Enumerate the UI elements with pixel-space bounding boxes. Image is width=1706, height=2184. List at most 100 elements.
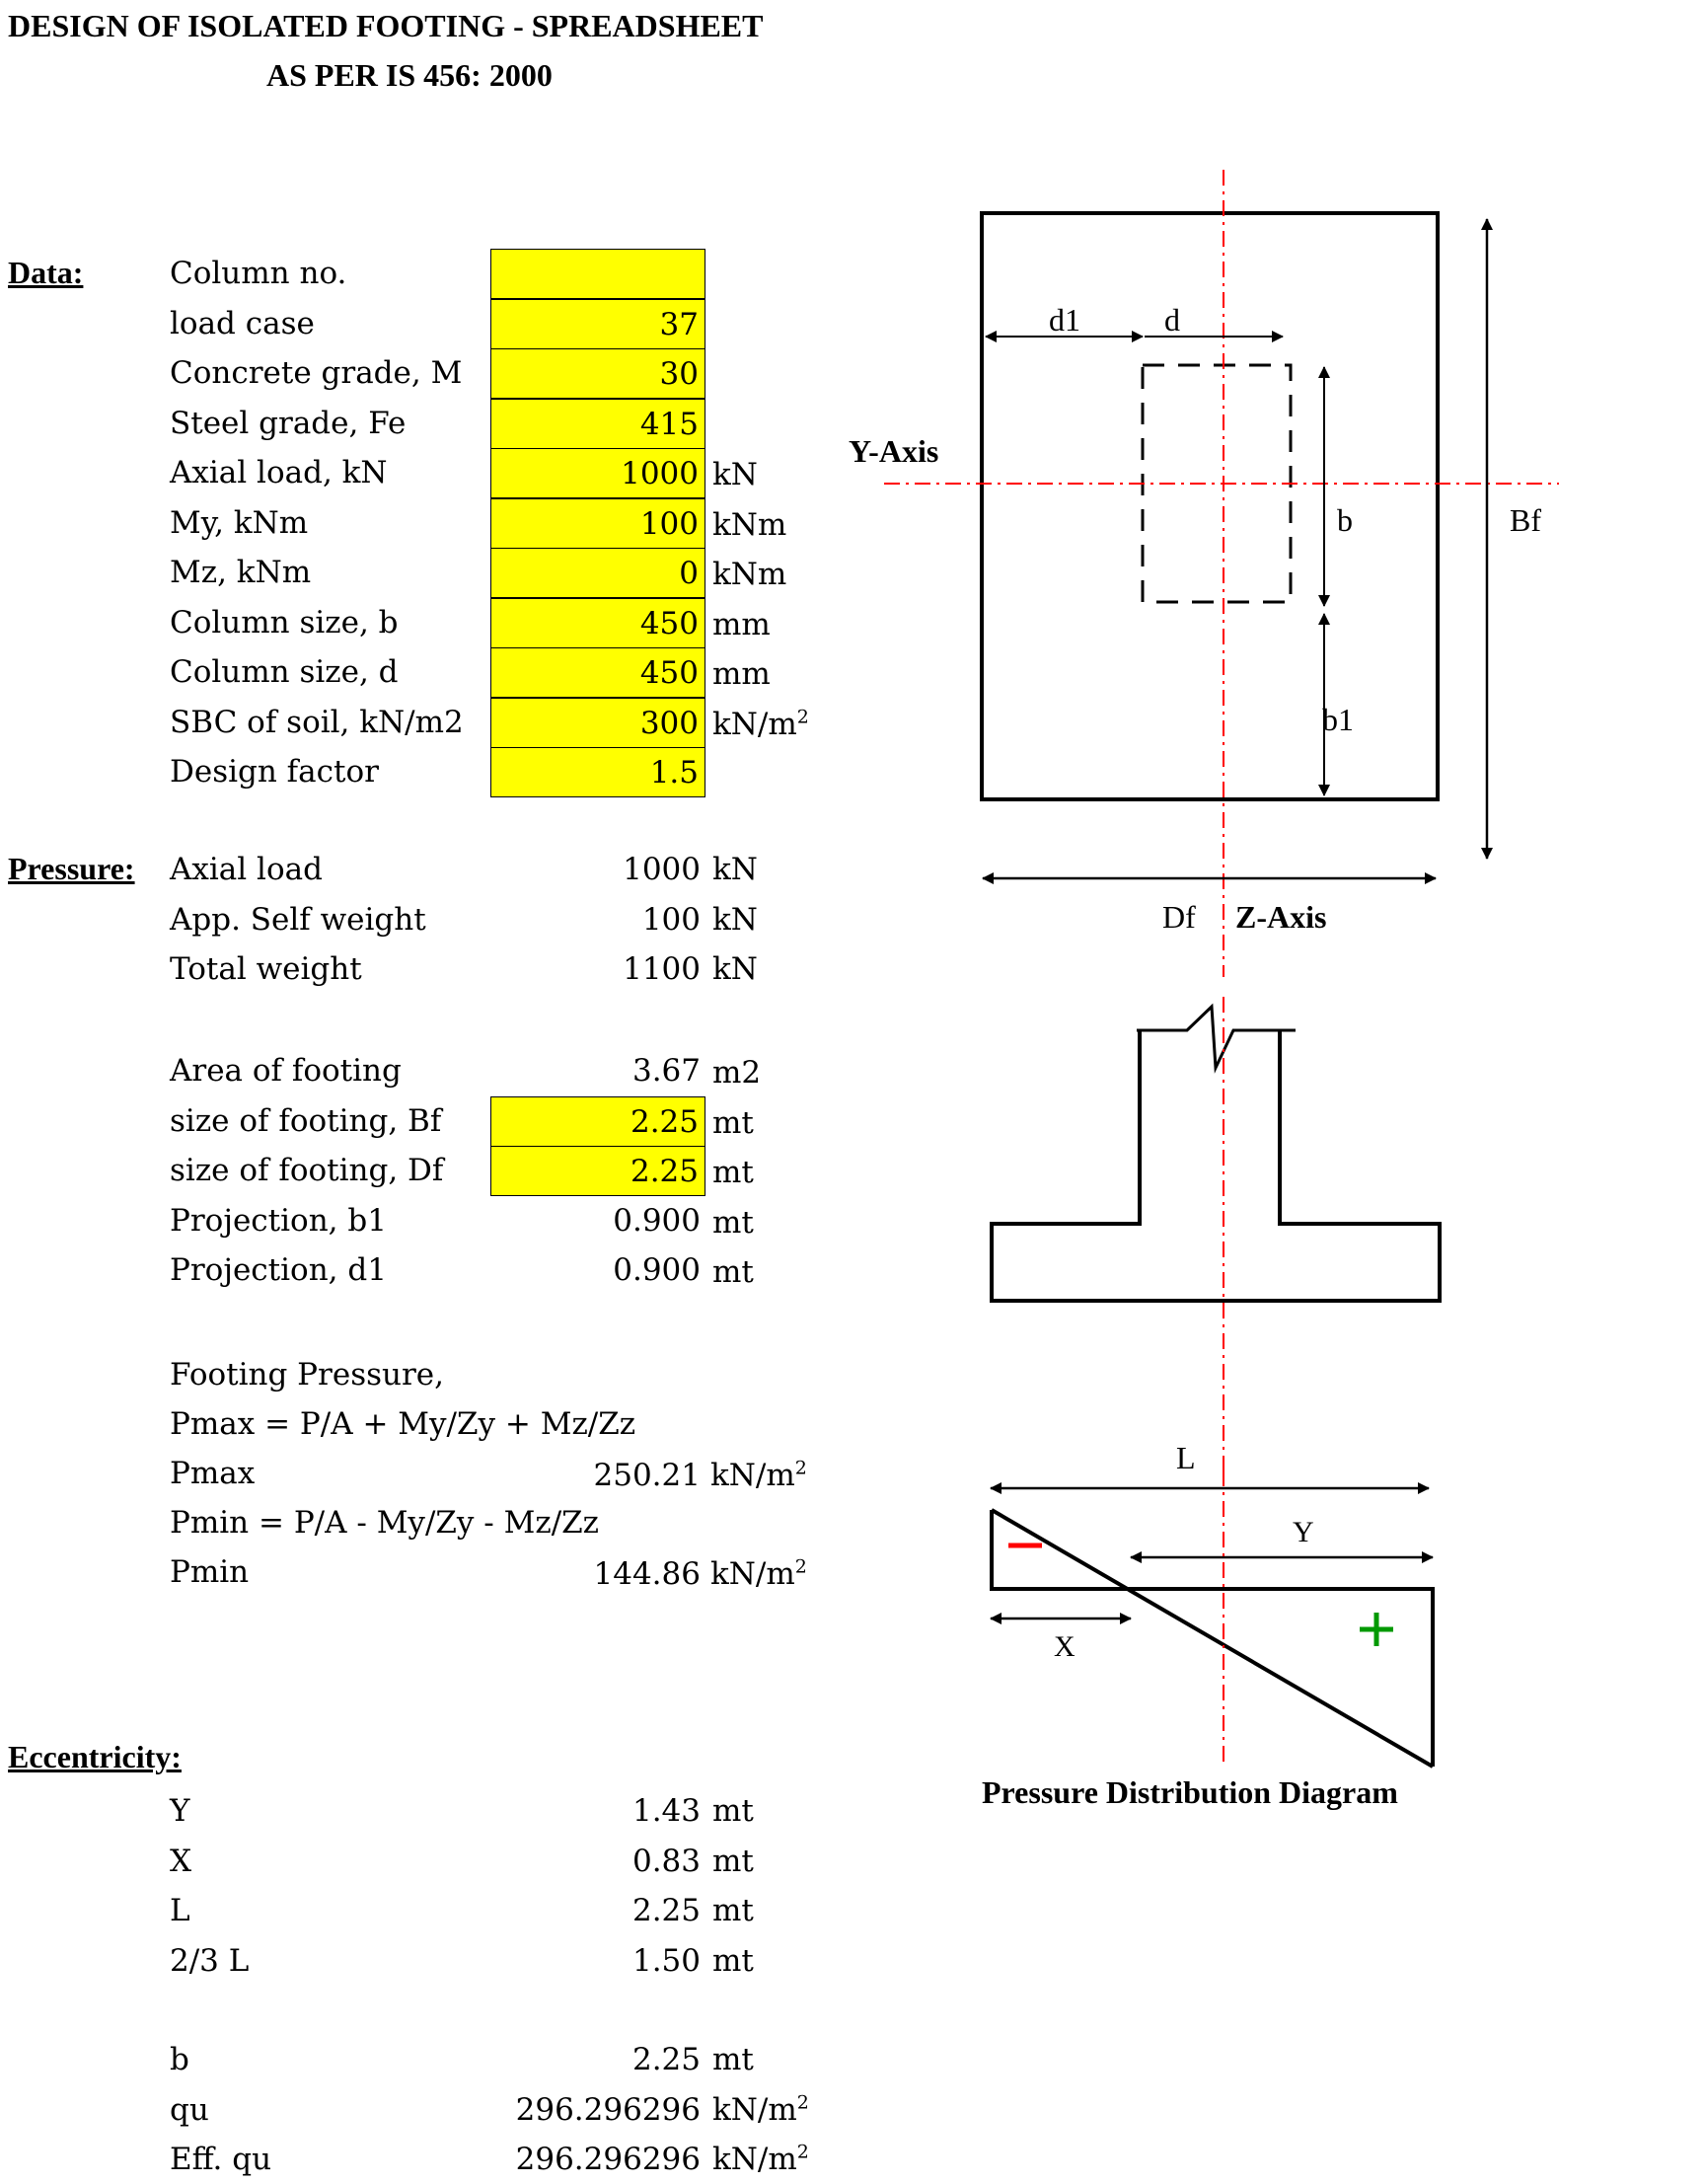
eccentricity-unit: mt	[712, 1893, 754, 1928]
data-label: Steel grade, Fe	[170, 405, 407, 441]
pressure-heading: Pressure:	[8, 851, 135, 886]
pressure-unit: kN	[712, 901, 758, 938]
footing-unit: m2	[712, 1055, 762, 1091]
data-label: My, kNm	[170, 504, 309, 541]
pressure-unit: kN	[712, 852, 758, 887]
pressure-line	[990, 1508, 1435, 1769]
data-heading: Data:	[8, 255, 84, 290]
footing-label: Projection, d1	[170, 1252, 387, 1288]
data-input-cell[interactable]: 37	[490, 298, 705, 349]
data-unit: mm	[712, 606, 771, 642]
data-label: Column size, d	[170, 654, 399, 690]
b1-label: b1	[1322, 702, 1354, 737]
eccentricity-value: 2.25	[631, 1893, 701, 1928]
data-label: load case	[170, 305, 315, 341]
data-input-cell[interactable]: 100	[490, 497, 705, 549]
eccentricity-label: Y	[170, 1793, 190, 1829]
eccentricity-label: L	[170, 1893, 190, 1928]
z-axis-label: Z-Axis	[1235, 899, 1326, 935]
plan-view: d1 d b b1 Bf Df Y-Axis Z-Axis	[849, 170, 1559, 977]
footing-label: Area of footing	[170, 1053, 402, 1089]
eccentricity-value: 1.50	[631, 1942, 701, 1979]
footing-value: 0.900	[613, 1202, 701, 1239]
eccentricity-value: 296.296296	[515, 2142, 701, 2177]
data-label: Column no.	[170, 256, 347, 291]
pmax-value: 250.21	[593, 1458, 701, 1493]
data-input-cell[interactable]: 1000	[490, 448, 705, 498]
footing-unit: mt	[712, 1204, 754, 1241]
data-input-cell[interactable]: 1.5	[490, 747, 705, 797]
data-unit: mm	[712, 656, 771, 692]
bf-label: Bf	[1510, 502, 1541, 538]
footing-input-cell[interactable]: 2.25	[490, 1146, 705, 1196]
pmin-value: 144.86	[593, 1556, 701, 1592]
data-label: Design factor	[170, 754, 379, 790]
eccentricity-value: 2.25	[631, 2042, 701, 2077]
pmax-label: Pmax	[170, 1456, 256, 1491]
eccentricity-heading: Eccentricity:	[8, 1739, 182, 1774]
eccentricity-value: 0.83	[631, 1843, 701, 1879]
pressure-label: Total weight	[170, 951, 362, 987]
data-label: Concrete grade, M	[170, 355, 463, 391]
l-label: L	[1176, 1440, 1196, 1475]
eccentricity-label: Eff. qu	[170, 2142, 272, 2177]
eccentricity-label: qu	[170, 2091, 209, 2128]
pmax-formula: Pmax = P/A + My/Zy + Mz/Zz	[170, 1406, 636, 1442]
data-label: Column size, b	[170, 604, 399, 640]
y-label: Y	[1293, 1516, 1314, 1548]
data-input-cell[interactable]: 450	[490, 597, 705, 648]
footing-unit: mt	[712, 1104, 754, 1141]
pressure-value: 1000	[623, 852, 701, 887]
y-axis-label: Y-Axis	[849, 433, 938, 469]
eccentricity-value: 296.296296	[515, 2091, 701, 2128]
footing-pressure-heading: Footing Pressure,	[170, 1357, 445, 1393]
b-label: b	[1337, 502, 1353, 538]
footing-value: 0.900	[613, 1252, 701, 1288]
eccentricity-unit: mt	[712, 1793, 754, 1829]
eccentricity-unit: mt	[712, 1843, 754, 1879]
df-label: Df	[1162, 899, 1196, 935]
footing-input-cell[interactable]: 2.25	[490, 1095, 705, 1147]
pmin-formula: Pmin = P/A - My/Zy - Mz/Zz	[170, 1505, 600, 1541]
diagram-caption: Pressure Distribution Diagram	[982, 1774, 1398, 1810]
x-label: X	[1054, 1630, 1076, 1663]
data-unit: kNm	[712, 506, 787, 543]
d1-label: d1	[1049, 302, 1080, 338]
eccentricity-unit: mt	[712, 1942, 754, 1979]
page-subtitle: AS PER IS 456: 2000	[266, 57, 553, 93]
page-title: DESIGN OF ISOLATED FOOTING - SPREADSHEET	[8, 8, 764, 43]
pressure-value: 1100	[623, 951, 701, 987]
data-unit: kNm	[712, 557, 787, 592]
eccentricity-unit: kN/m2	[712, 2091, 809, 2128]
footing-unit: mt	[712, 1254, 754, 1290]
footing-value: 3.67	[631, 1053, 701, 1089]
data-input-cell[interactable]: 0	[490, 548, 705, 598]
d-label: d	[1164, 302, 1180, 338]
footing-label: size of footing, Bf	[170, 1102, 442, 1139]
section-view	[990, 997, 1442, 1470]
eccentricity-label: X	[170, 1843, 192, 1879]
data-unit: kN/m2	[712, 706, 809, 742]
pmin-unit: kN/m2	[710, 1555, 807, 1592]
data-label: Mz, kNm	[170, 555, 312, 590]
data-unit: kN	[712, 457, 758, 492]
pressure-diagram: L Y X Pressure Distribution Diagram	[982, 1440, 1435, 1810]
pressure-unit: kN	[712, 951, 758, 987]
footing-label: Projection, b1	[170, 1202, 387, 1239]
eccentricity-value: 1.43	[631, 1793, 701, 1829]
data-input-cell[interactable]	[490, 249, 705, 299]
pressure-label: App. Self weight	[170, 901, 426, 938]
pmax-unit: kN/m2	[710, 1457, 807, 1493]
data-input-cell[interactable]: 415	[490, 398, 705, 449]
data-label: SBC of soil, kN/m2	[170, 704, 464, 740]
eccentricity-unit: kN/m2	[712, 2141, 809, 2177]
pressure-value: 100	[641, 901, 701, 938]
eccentricity-unit: mt	[712, 2042, 754, 2077]
data-input-cell[interactable]: 450	[490, 647, 705, 698]
pmin-label: Pmin	[170, 1554, 250, 1590]
pressure-label: Axial load	[170, 852, 323, 887]
footing-unit: mt	[712, 1155, 754, 1190]
eccentricity-label: 2/3 L	[170, 1942, 250, 1979]
eccentricity-label: b	[170, 2042, 189, 2077]
